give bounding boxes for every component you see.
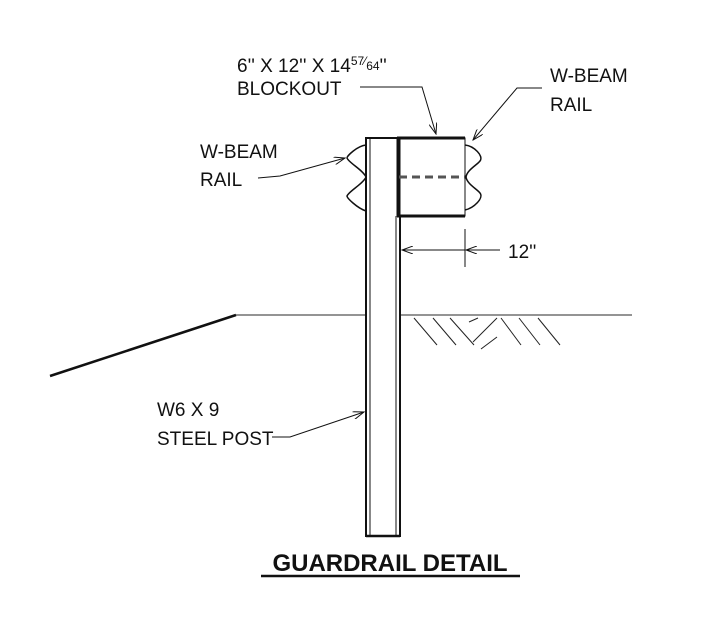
post-label-2: STEEL POST bbox=[157, 429, 274, 450]
w-beam-rail-left bbox=[346, 144, 367, 212]
rail-right-label-2: RAIL bbox=[550, 95, 592, 116]
rail-right-label-1: W-BEAM bbox=[550, 66, 628, 87]
rail-left-label-1: W-BEAM bbox=[200, 142, 278, 163]
w-beam-rail-right bbox=[464, 144, 482, 211]
post-leader bbox=[272, 412, 364, 438]
blockout-leader bbox=[360, 86, 436, 134]
drawing-title: GUARDRAIL DETAIL bbox=[272, 550, 507, 577]
post-label-1: W6 X 9 bbox=[157, 400, 219, 421]
soil-hatching bbox=[357, 317, 561, 350]
blockout bbox=[396, 136, 466, 218]
dimension-12in bbox=[402, 229, 500, 267]
blockout-label: BLOCKOUT bbox=[237, 79, 342, 100]
ground bbox=[49, 313, 632, 378]
rail-left-leader bbox=[257, 158, 345, 179]
blockout-dimensions: 6'' X 12'' X 1457⁄64'' bbox=[237, 54, 387, 77]
rail-right-leader bbox=[473, 87, 542, 140]
dimension-label: 12'' bbox=[508, 242, 536, 263]
rail-left-label-2: RAIL bbox=[200, 170, 242, 191]
